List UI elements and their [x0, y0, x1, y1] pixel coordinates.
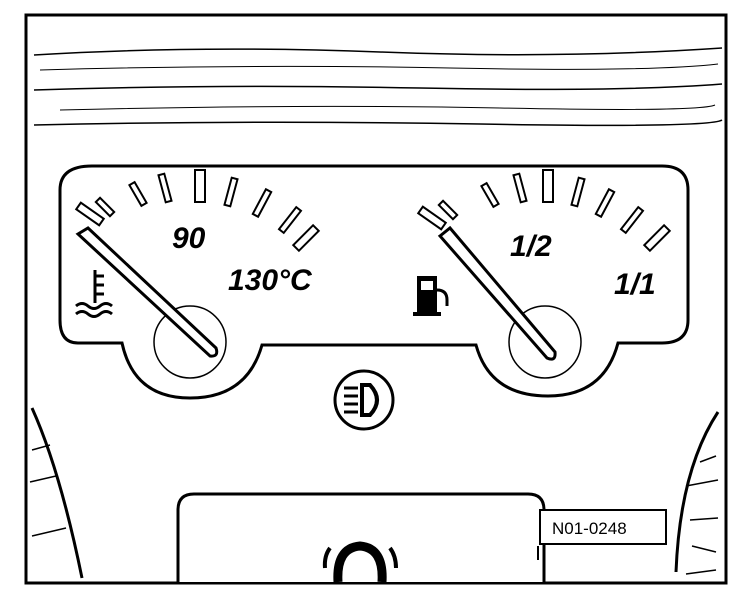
temperature-needle [75, 226, 219, 358]
lower-display-panel [176, 492, 546, 582]
brake-warning-icon [322, 541, 398, 583]
part-number-label: N01-0248 [552, 519, 627, 538]
fuel-gauge-ticks [416, 169, 672, 253]
gauge-housing [58, 164, 690, 400]
right-dial-edge [674, 411, 720, 575]
fuel-label-full: 1/1 [614, 268, 656, 301]
figure-frame [24, 13, 728, 585]
dashboard-top-shading [33, 47, 723, 127]
headlight-high-beam-icon [333, 369, 395, 431]
fuel-needle [437, 225, 557, 361]
fuel-pump-icon [413, 276, 449, 316]
temperature-label-90: 90 [172, 222, 206, 255]
coolant-temperature-icon [75, 270, 113, 318]
temperature-label-130: 130°C [228, 264, 313, 297]
left-dial-edge [29, 407, 84, 579]
temperature-gauge-ticks [74, 169, 321, 253]
part-number-box [539, 509, 667, 545]
temperature-gauge-hub [153, 305, 227, 379]
fuel-label-half: 1/2 [510, 230, 552, 263]
